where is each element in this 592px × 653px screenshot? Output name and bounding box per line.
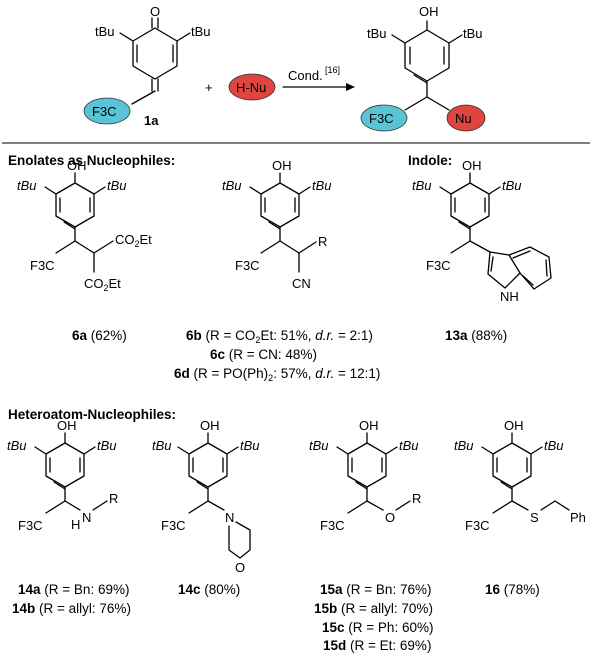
compound-14a: OH tBu tBu F3C N H R 14a (R = Bn: 69%) 1… [7, 418, 131, 616]
product-cf3-bubble [360, 104, 408, 132]
r-label: R [109, 491, 118, 506]
cf3-label: F3C [235, 258, 260, 273]
r-label: R [412, 491, 421, 506]
cf3-label: F3C [30, 258, 55, 273]
cf3-label: F3C [320, 518, 345, 533]
product-nu: Nu [455, 111, 472, 126]
section-indole: Indole: [408, 153, 452, 168]
product-tbu-left: tBu [367, 26, 387, 41]
tbu-right: tBu [240, 438, 260, 453]
reactant-label: 1a [144, 113, 159, 128]
reactant-1a: O tBu tBu F3C 1a [83, 4, 211, 128]
cf3-label: F3C [426, 258, 451, 273]
tbu-left: tBu [7, 438, 27, 453]
compound-16: OH tBu tBu F3C S Ph 16 (78%) [454, 418, 586, 597]
caption-6a: 6a (62%) [72, 328, 127, 343]
caption-14b: 14b (R = allyl: 76%) [12, 601, 131, 616]
caption-15c: 15c (R = Ph: 60%) [322, 620, 433, 635]
plus-sign: + [205, 80, 213, 95]
caption-6b: 6b (R = CO2Et: 51%, d.r. = 2:1) [186, 328, 373, 345]
cf3-label: F3C [18, 518, 43, 533]
reactant-oxygen: O [150, 4, 160, 19]
product-general: OH tBu tBu F3C Nu [360, 4, 486, 132]
tbu-right: tBu [544, 438, 564, 453]
tbu-right: tBu [312, 178, 332, 193]
cf3-label: F3C [465, 518, 490, 533]
tbu-left: tBu [454, 438, 474, 453]
oh-label: OH [462, 158, 482, 173]
tbu-left: tBu [309, 438, 329, 453]
conditions-label: Cond. [288, 68, 323, 83]
tbu-left: tBu [222, 178, 242, 193]
co2et-bottom: CO2Et [84, 276, 121, 293]
reaction-arrow: Cond. [16] [282, 65, 355, 91]
reactant-cf3: F3C [92, 104, 117, 119]
compound-6a: OH tBu tBu F3C CO2Et CO2Et 6a (62%) [17, 158, 152, 343]
caption-16: 16 (78%) [485, 582, 540, 597]
product-tbu-right: tBu [463, 26, 483, 41]
compound-6b: OH tBu tBu F3C R CN 6b (R = CO2Et: 51%, … [174, 158, 380, 383]
tbu-right: tBu [399, 438, 419, 453]
caption-15a: 15a (R = Bn: 76%) [320, 582, 431, 597]
section-enolates: Enolates as Nucleophiles: [8, 153, 175, 168]
tbu-left: tBu [17, 178, 37, 193]
o-label: O [385, 510, 395, 525]
tbu-right: tBu [502, 178, 522, 193]
compound-14c: OH tBu tBu F3C N O 14c (80%) [152, 418, 260, 597]
caption-6d: 6d (R = PO(Ph)2: 57%, d.r. = 12:1) [174, 366, 380, 383]
cf3-bubble [83, 97, 131, 125]
nu-bubble [228, 73, 276, 101]
s-label: S [530, 510, 539, 525]
oh-label: OH [359, 418, 379, 433]
reactant-tbu-right: tBu [191, 24, 211, 39]
oh-label: OH [200, 418, 220, 433]
tbu-right: tBu [107, 178, 127, 193]
caption-15b: 15b (R = allyl: 70%) [314, 601, 433, 616]
n-label: N [82, 510, 91, 525]
oh-label: OH [57, 418, 77, 433]
caption-13a: 13a (88%) [445, 328, 507, 343]
cf3-label: F3C [161, 518, 186, 533]
tbu-left: tBu [412, 178, 432, 193]
h-label: H [71, 517, 80, 532]
oh-label: OH [272, 158, 292, 173]
caption-15d: 15d (R = Et: 69%) [323, 638, 431, 653]
n-label: N [225, 510, 234, 525]
cn-label: CN [292, 276, 311, 291]
caption-6c: 6c (R = CN: 48%) [210, 347, 317, 362]
reactant-tbu-left: tBu [95, 24, 115, 39]
nucleophile-label: H-Nu [236, 80, 266, 95]
conditions-ref: [16] [325, 65, 340, 75]
product-cf3: F3C [369, 111, 394, 126]
nh-label: NH [500, 289, 519, 304]
ph-label: Ph [570, 510, 586, 525]
oh-label: OH [67, 158, 87, 173]
product-oh: OH [419, 4, 439, 19]
r-label: R [318, 234, 327, 249]
compound-13a: OH tBu tBu F3C NH 13a (88%) [412, 158, 552, 343]
oh-label: OH [504, 418, 524, 433]
tbu-right: tBu [97, 438, 117, 453]
caption-14a: 14a (R = Bn: 69%) [18, 582, 129, 597]
product-nu-bubble [446, 104, 486, 132]
co2et-top: CO2Et [115, 232, 152, 249]
tbu-left: tBu [152, 438, 172, 453]
section-heteroatom: Heteroatom-Nucleophiles: [8, 407, 176, 422]
caption-14c: 14c (80%) [178, 582, 240, 597]
compound-15a: OH tBu tBu F3C O R 15a (R = Bn: 76%) 15b… [309, 418, 433, 653]
o-label: O [235, 560, 245, 575]
